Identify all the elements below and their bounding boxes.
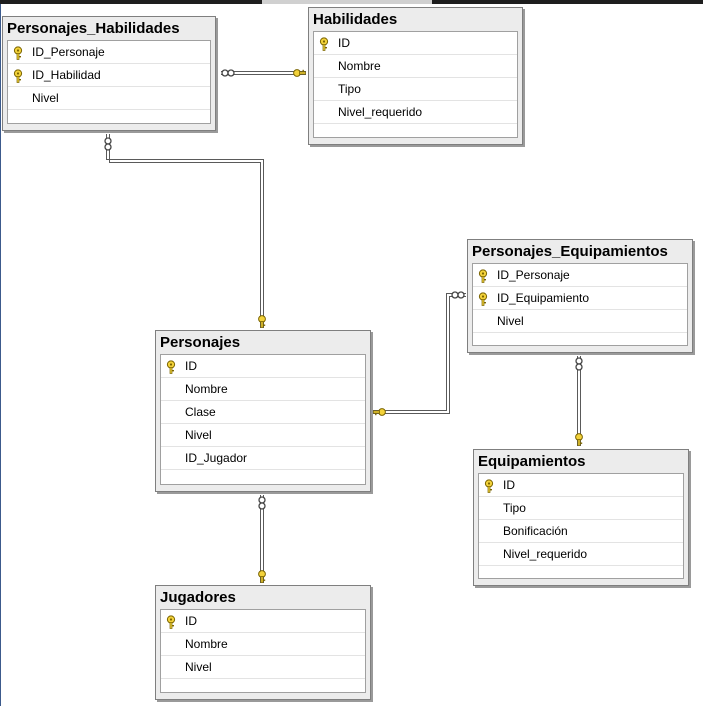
column-row[interactable]: ID (161, 355, 365, 378)
column-row[interactable]: Nivel (8, 87, 210, 110)
primary-key-icon (318, 36, 330, 51)
relation-pe-personajes[interactable] (373, 291, 466, 416)
column-name: ID (185, 359, 197, 373)
column-row[interactable]: Nombre (161, 633, 365, 656)
primary-key-icon (165, 359, 177, 374)
column-row[interactable]: ID_Habilidad (8, 64, 210, 87)
column-name: Nivel_requerido (338, 105, 423, 119)
column-row[interactable]: Nivel_requerido (479, 543, 683, 566)
column-name: Nivel (185, 660, 212, 674)
column-name: ID_Personaje (497, 268, 570, 282)
column-row[interactable]: ID_Personaje (473, 264, 687, 287)
column-row[interactable]: Nivel (473, 310, 687, 333)
table-title[interactable]: Equipamientos (478, 453, 586, 470)
column-row[interactable]: ID (314, 32, 517, 55)
column-name: Nombre (338, 59, 381, 73)
column-name: Nivel (32, 91, 59, 105)
column-name: Nivel (185, 428, 212, 442)
table-title[interactable]: Personajes (160, 334, 241, 351)
column-name: ID_Jugador (185, 451, 248, 465)
table-title[interactable]: Habilidades (313, 11, 398, 28)
column-name: Nombre (185, 382, 228, 396)
primary-key-icon (477, 268, 489, 283)
column-name: ID (185, 614, 197, 628)
column-row[interactable]: ID_Equipamiento (473, 287, 687, 310)
primary-key-icon (483, 478, 495, 493)
column-row[interactable]: Clase (161, 401, 365, 424)
column-row[interactable]: ID (479, 474, 683, 497)
column-name: ID_Habilidad (32, 68, 101, 82)
relation-pe-equipamientos[interactable] (575, 356, 583, 446)
column-row[interactable]: Tipo (479, 497, 683, 520)
table-title[interactable]: Personajes_Equipamientos (472, 243, 668, 260)
column-row[interactable]: Nivel_requerido (314, 101, 517, 124)
column-name: Nivel_requerido (503, 547, 588, 561)
column-name: ID (503, 478, 515, 492)
column-name: ID_Equipamiento (497, 291, 590, 305)
column-row[interactable]: ID (161, 610, 365, 633)
primary-key-icon (12, 45, 24, 60)
top-toolbar-strip (0, 0, 703, 4)
column-name: Clase (185, 405, 216, 419)
primary-key-icon (477, 291, 489, 306)
relation-personajes-jugadores[interactable] (258, 495, 266, 583)
left-edge-border (0, 4, 1, 706)
relation-ph-personajes[interactable] (104, 134, 266, 328)
column-name: Bonificación (503, 524, 568, 538)
active-document-tab[interactable] (262, 0, 432, 4)
column-row[interactable]: Nombre (314, 55, 517, 78)
column-row[interactable]: ID_Jugador (161, 447, 365, 470)
relation-ph-habilidades[interactable] (221, 69, 306, 77)
table-title[interactable]: Personajes_Habilidades (7, 20, 180, 37)
column-row[interactable]: Bonificación (479, 520, 683, 543)
primary-key-icon (165, 614, 177, 629)
column-name: ID (338, 36, 350, 50)
column-row[interactable]: Nombre (161, 378, 365, 401)
primary-key-icon (12, 68, 24, 83)
column-row[interactable]: Nivel (161, 656, 365, 679)
column-row[interactable]: Nivel (161, 424, 365, 447)
column-name: ID_Personaje (32, 45, 105, 59)
column-name: Tipo (503, 501, 526, 515)
column-name: Nivel (497, 314, 524, 328)
table-title[interactable]: Jugadores (160, 589, 236, 606)
column-row[interactable]: ID_Personaje (8, 41, 210, 64)
column-name: Tipo (338, 82, 361, 96)
column-row[interactable]: Tipo (314, 78, 517, 101)
column-name: Nombre (185, 637, 228, 651)
